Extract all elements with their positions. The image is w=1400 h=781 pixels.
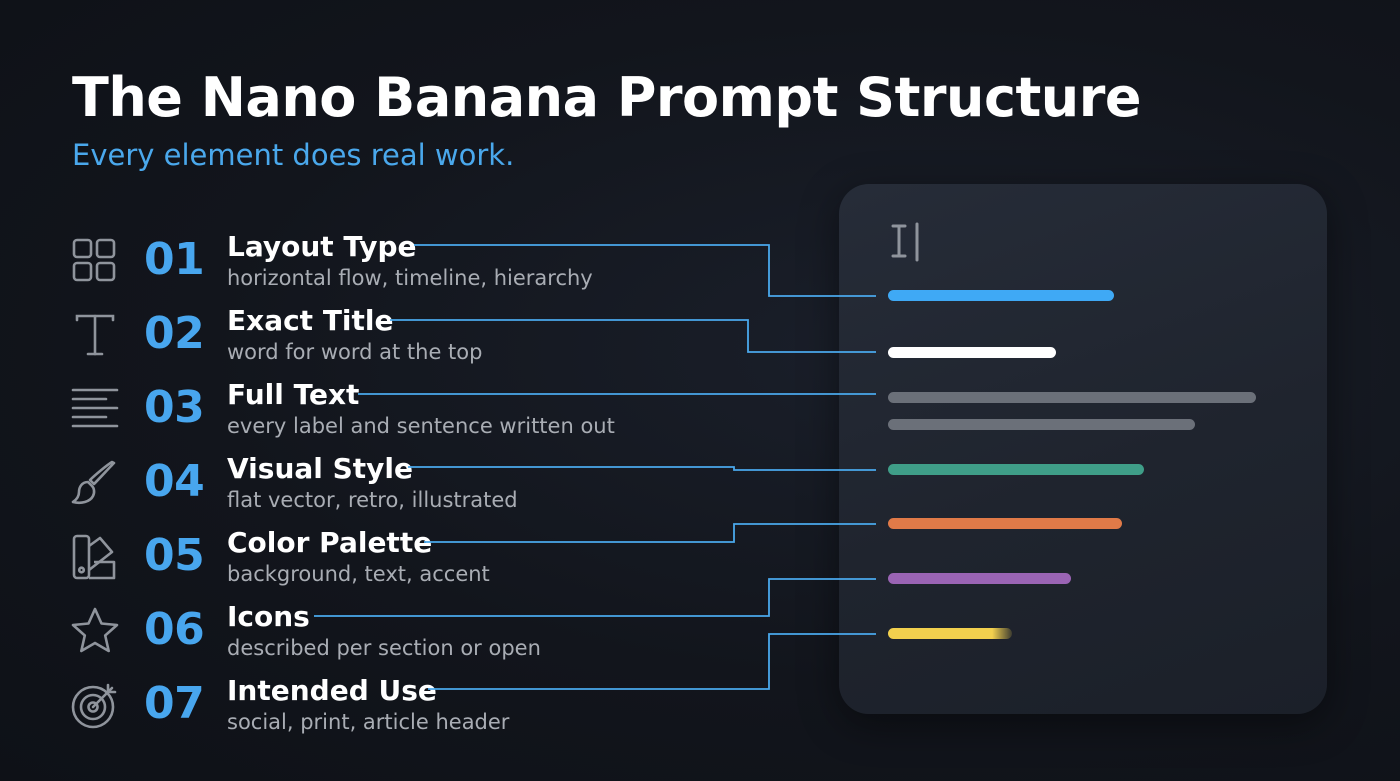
item-description: social, print, article header	[227, 710, 510, 734]
color-swatch-icon	[70, 532, 120, 582]
item-description: horizontal flow, timeline, hierarchy	[227, 266, 593, 290]
item-number: 03	[144, 382, 205, 433]
paragraph-lines-icon	[70, 384, 120, 434]
item-number: 01	[144, 234, 205, 285]
prompt-line-icons	[888, 573, 1071, 584]
list-item-color-palette: 05 Color Palette background, text, accen…	[0, 526, 760, 598]
item-number: 02	[144, 308, 205, 359]
list-item-full-text: 03 Full Text every label and sentence wr…	[0, 378, 760, 450]
text-icon	[70, 310, 120, 360]
prompt-line-text-2	[888, 419, 1195, 430]
prompt-line-layout	[888, 290, 1114, 301]
item-label: Intended Use	[227, 674, 437, 707]
item-number: 04	[144, 456, 205, 507]
list-item-icons: 06 Icons described per section or open	[0, 600, 760, 672]
item-label: Icons	[227, 600, 310, 633]
item-description: described per section or open	[227, 636, 541, 660]
prompt-line-text-1	[888, 392, 1256, 403]
item-label: Color Palette	[227, 526, 433, 559]
item-number: 05	[144, 530, 205, 581]
list-item-layout-type: 01 Layout Type horizontal flow, timeline…	[0, 230, 760, 302]
grid-icon	[70, 236, 120, 286]
list-item-intended-use: 07 Intended Use social, print, article h…	[0, 674, 760, 746]
star-icon	[70, 606, 120, 656]
prompt-line-style	[888, 464, 1144, 475]
item-description: flat vector, retro, illustrated	[227, 488, 518, 512]
prompt-panel	[839, 184, 1327, 714]
item-description: word for word at the top	[227, 340, 483, 364]
list-item-exact-title: 02 Exact Title word for word at the top	[0, 304, 760, 376]
page-title: The Nano Banana Prompt Structure	[72, 66, 1141, 129]
prompt-line-palette	[888, 518, 1122, 529]
item-label: Exact Title	[227, 304, 394, 337]
text-cursor-icon	[886, 218, 926, 268]
item-number: 06	[144, 604, 205, 655]
item-number: 07	[144, 678, 205, 729]
item-description: every label and sentence written out	[227, 414, 615, 438]
page-subtitle: Every element does real work.	[72, 138, 515, 172]
item-description: background, text, accent	[227, 562, 490, 586]
prompt-line-title	[888, 347, 1056, 358]
prompt-line-use	[888, 628, 1012, 639]
paintbrush-icon	[70, 458, 120, 508]
list-item-visual-style: 04 Visual Style flat vector, retro, illu…	[0, 452, 760, 524]
item-label: Full Text	[227, 378, 360, 411]
item-label: Visual Style	[227, 452, 414, 485]
item-label: Layout Type	[227, 230, 417, 263]
target-icon	[70, 680, 120, 730]
